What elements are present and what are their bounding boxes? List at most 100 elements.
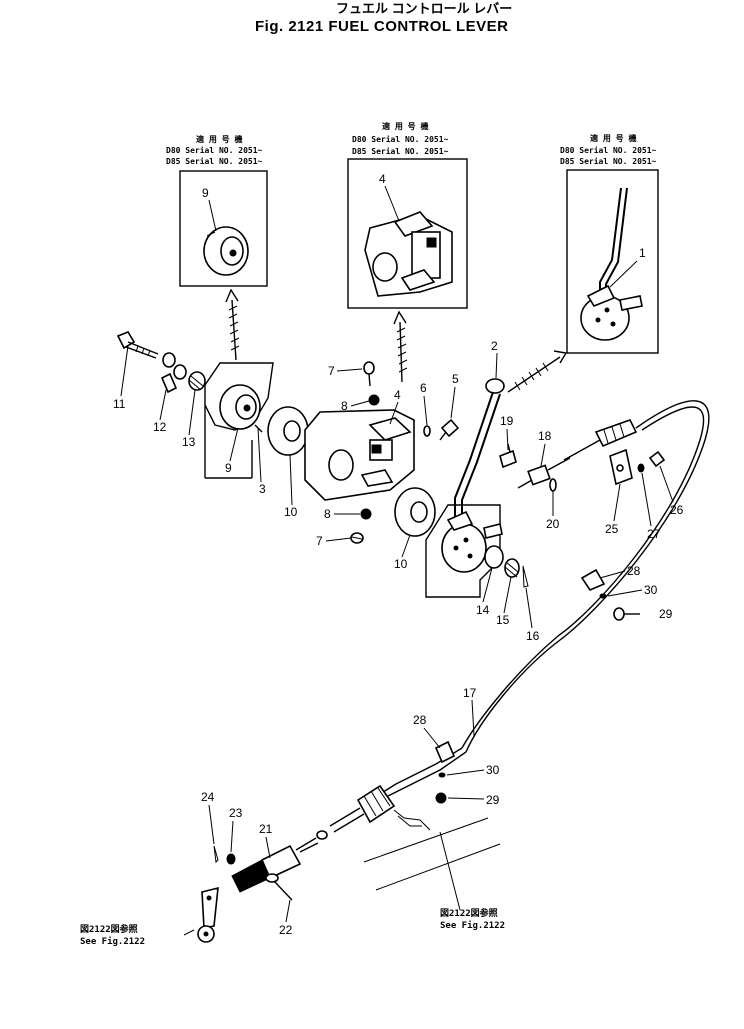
callout-14: 14 <box>476 603 490 617</box>
detail-arrow-middle <box>393 310 408 383</box>
callout-2: 2 <box>491 339 498 353</box>
callout-1: 1 <box>639 246 646 260</box>
callout-3: 3 <box>259 482 266 496</box>
callout-30-lower: 30 <box>486 763 500 777</box>
part-9-detail <box>203 226 249 276</box>
screw-29 <box>613 607 625 621</box>
callout-8-bottom: 8 <box>324 507 331 521</box>
figure-title: Fig. 2121 FUEL CONTROL LEVER <box>255 18 509 35</box>
washer-30 <box>438 772 446 778</box>
detail-frame <box>566 169 659 354</box>
applicability-heading: 適 用 号 機 <box>382 121 428 131</box>
see-fig-2122-left: See Fig.2122 <box>80 936 145 947</box>
callout-24: 24 <box>201 790 215 804</box>
detail-arrow-left <box>225 288 240 361</box>
callout-4-detail: 4 <box>379 172 386 186</box>
callout-25: 25 <box>605 522 619 536</box>
screw-29 <box>435 792 447 804</box>
see-fig-2122-jp-right: 図2122図参照 <box>440 907 498 919</box>
callout-20: 20 <box>546 517 560 531</box>
callout-26: 26 <box>670 503 684 517</box>
pin-6 <box>423 425 431 437</box>
washer-14 <box>484 545 504 569</box>
clamp-lower <box>434 740 456 804</box>
callout-28-upper: 28 <box>627 564 641 578</box>
rod-end-assembly <box>499 443 571 492</box>
callout-5: 5 <box>452 372 459 386</box>
cotter-pin-24 <box>213 845 219 864</box>
serial-d85: D85 Serial NO. 2051~ <box>560 156 657 166</box>
applicability-heading: 適 用 号 機 <box>196 134 242 144</box>
serial-d85: D85 Serial NO. 2051~ <box>352 146 449 156</box>
part-4-detail <box>364 211 453 297</box>
callout-18: 18 <box>538 429 552 443</box>
callout-13: 13 <box>182 435 196 449</box>
part-9 <box>219 384 261 430</box>
detail-frame <box>347 158 468 309</box>
callout-11: 11 <box>113 397 126 411</box>
serial-d80: D80 Serial NO. 2051~ <box>166 145 263 155</box>
callout-7-bottom: 7 <box>316 534 323 548</box>
callout-9: 9 <box>225 461 232 475</box>
washer-30 <box>599 593 607 599</box>
rod-end-18 <box>527 464 551 486</box>
lower-cable-end <box>213 784 396 901</box>
cotter-pin-16 <box>522 565 529 588</box>
left-assembly <box>116 331 274 479</box>
screw-7-top <box>363 361 375 387</box>
bolt-5 <box>439 418 460 441</box>
callout-29-upper: 29 <box>659 607 673 621</box>
knob-2 <box>485 378 505 394</box>
applicability-box-left: 適 用 号 機 D80 Serial NO. 2051~ D85 Serial … <box>166 134 268 287</box>
callout-4: 4 <box>394 388 401 402</box>
bolt-26 <box>648 450 666 468</box>
washer-10-left <box>267 406 309 456</box>
callout-15: 15 <box>496 613 510 627</box>
clamp-28 <box>434 740 456 764</box>
serial-d80: D80 Serial NO. 2051~ <box>352 134 449 144</box>
upper-cable-fitting <box>563 419 666 486</box>
cotter-pin-20 <box>549 478 557 492</box>
pedal-link <box>183 886 219 943</box>
callout-10-left: 10 <box>284 505 298 519</box>
callout-17: 17 <box>463 686 477 700</box>
spring-13 <box>188 371 206 391</box>
callout-21: 21 <box>259 822 273 836</box>
callout-30-upper: 30 <box>644 583 658 597</box>
detail-arrow-right <box>507 350 568 393</box>
callout-23: 23 <box>229 806 243 820</box>
title-japanese: フュエル コントロール レバー <box>336 1 512 16</box>
nut-23 <box>226 853 236 865</box>
applicability-box-middle: 適 用 号 機 D80 Serial NO. 2051~ D85 Serial … <box>347 121 468 309</box>
callout-28-lower: 28 <box>413 713 427 727</box>
clamp-28 <box>580 568 606 591</box>
clamp-upper <box>580 568 640 621</box>
middle-assembly <box>304 361 460 544</box>
callout-9-detail: 9 <box>202 186 209 200</box>
washer-27 <box>637 463 645 473</box>
detail-frame <box>179 170 268 287</box>
bolt-11 <box>116 331 159 359</box>
callouts: 2 3 4 5 6 7 7 8 8 9 10 10 11 12 13 14 15 <box>113 339 684 937</box>
callout-29-lower: 29 <box>486 793 500 807</box>
frame-outline <box>363 809 501 911</box>
part-1-detail <box>580 187 643 341</box>
see-fig-2122-right: See Fig.2122 <box>440 920 505 931</box>
serial-d85: D85 Serial NO. 2051~ <box>166 156 263 166</box>
pin-22 <box>272 879 293 901</box>
callout-22: 22 <box>279 923 293 937</box>
callout-27: 27 <box>647 527 661 541</box>
callout-8-top: 8 <box>341 399 348 413</box>
serial-d80: D80 Serial NO. 2051~ <box>560 145 657 155</box>
screw-7-bottom <box>350 532 364 544</box>
see-fig-2122-jp-left: 図2122図参照 <box>80 923 138 935</box>
nut-8-bottom <box>360 508 372 520</box>
lever-assembly <box>425 378 529 598</box>
spring-15 <box>504 558 520 578</box>
callout-12: 12 <box>153 420 167 434</box>
callout-19: 19 <box>500 414 514 428</box>
callout-16: 16 <box>526 629 540 643</box>
applicability-box-right: 適 用 号 機 D80 Serial NO. 2051~ D85 Serial … <box>560 133 659 354</box>
callout-6: 6 <box>420 381 427 395</box>
